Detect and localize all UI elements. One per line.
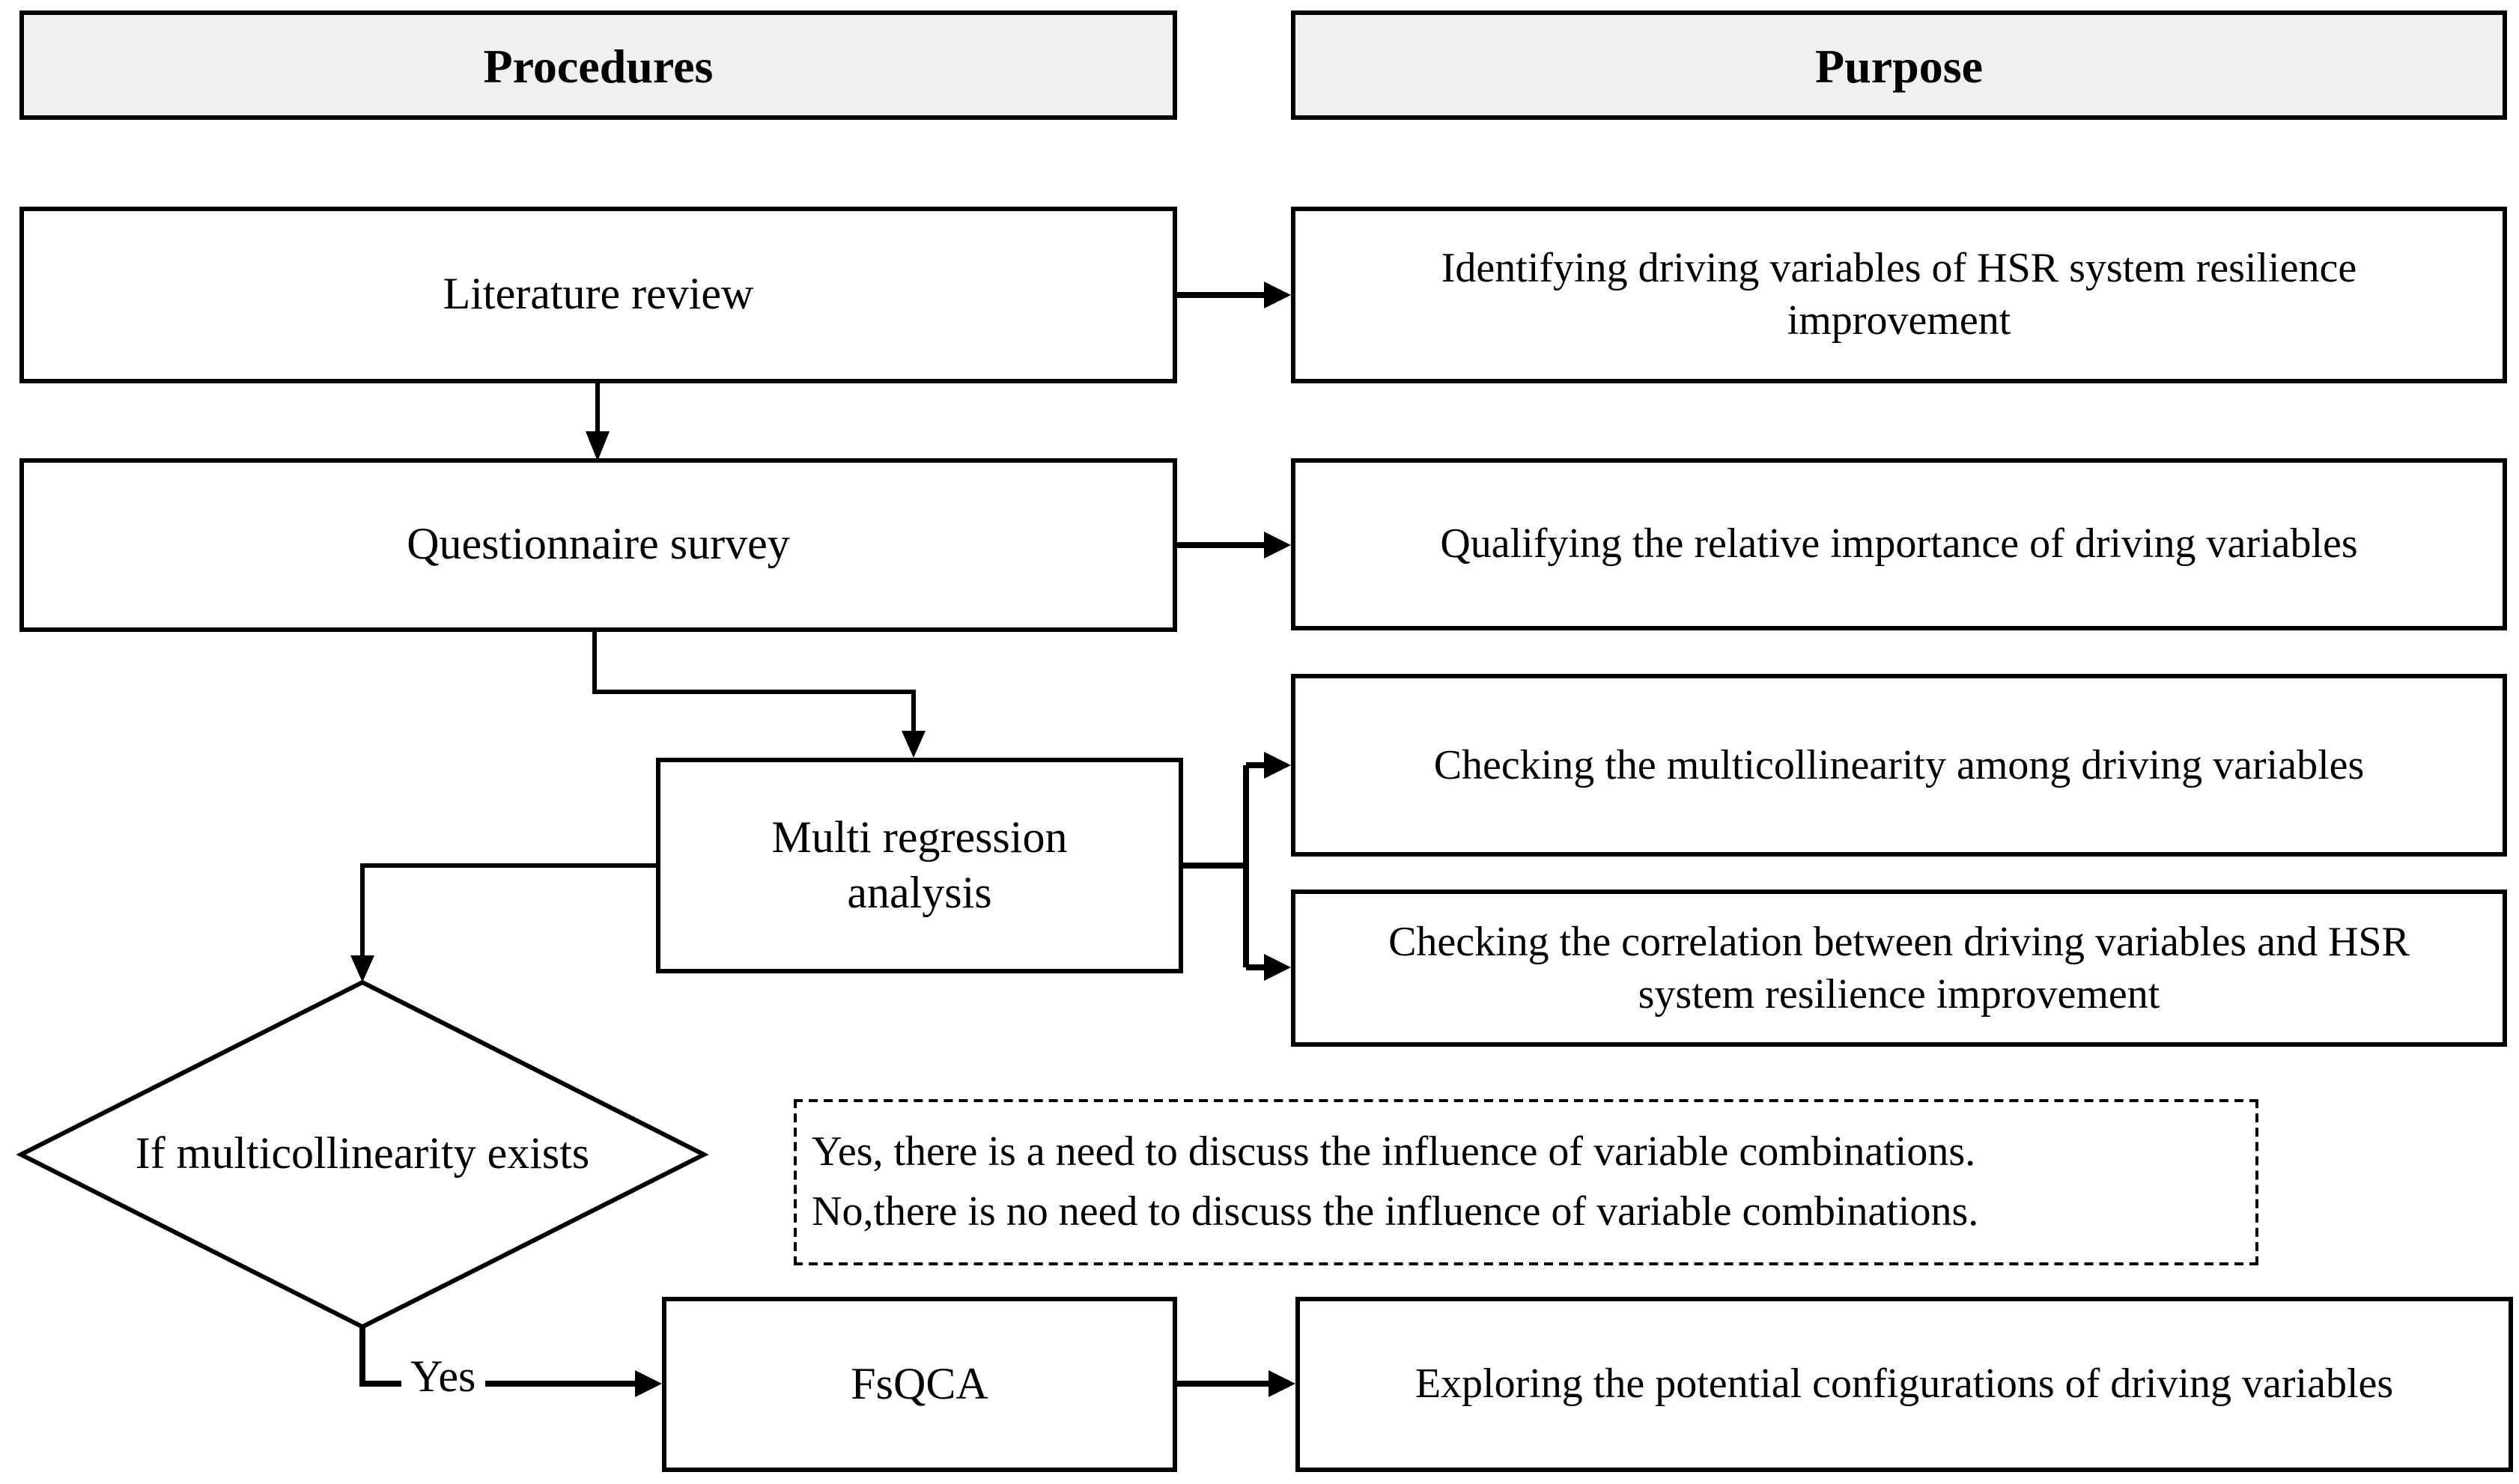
box-checking-correlation: Checking the correlation between driving… [1291,890,2507,1047]
yes-label: Yes [401,1352,485,1403]
arrow-branch-to-checking-correlation [1246,954,1291,981]
note-box: Yes, there is a need to discuss the infl… [794,1099,2258,1265]
column-header-purpose: Purpose [1291,10,2507,120]
box-exploring-label: Exploring the potential configurations o… [1415,1361,2394,1408]
connector-questionnaire-to-multiregression [592,632,926,758]
connector-decision-to-fsqca [359,1327,662,1397]
arrow-literature-to-questionnaire [586,383,610,461]
box-checking-correlation-label: Checking the correlation between driving… [1388,919,2410,1018]
box-literature-review-label: Literature review [443,270,754,320]
box-checking-multicollinearity-label: Checking the multicollinearity among dri… [1433,742,2365,788]
arrow-branch-to-checking-multicollinearity [1246,752,1291,779]
box-identifying: Identifying driving variables of HSR sys… [1291,207,2507,383]
box-identifying-label: Identifying driving variables of HSR sys… [1441,246,2357,344]
arrow-literature-to-identifying [1177,282,1291,308]
box-checking-multicollinearity: Checking the multicollinearity among dri… [1291,674,2507,857]
note-line-yes: Yes, there is a need to discuss the infl… [812,1128,1976,1175]
column-header-procedures-label: Procedures [483,38,714,92]
box-multi-regression: Multi regression analysis [656,758,1183,973]
box-qualifying-label: Qualifying the relative importance of dr… [1440,521,2358,568]
column-header-purpose-label: Purpose [1815,38,1983,92]
box-questionnaire-survey-label: Questionnaire survey [407,520,790,570]
box-fsqca: FsQCA [662,1297,1177,1472]
connector-multiregression-to-decision [350,863,656,982]
box-qualifying: Qualifying the relative importance of dr… [1291,458,2507,630]
connector-multiregression-branch [1183,765,1249,967]
box-multi-regression-label: Multi regression analysis [771,812,1068,918]
arrow-fsqca-to-exploring [1177,1370,1295,1397]
column-header-procedures: Procedures [19,10,1177,120]
box-questionnaire-survey: Questionnaire survey [19,458,1177,632]
note-line-no: No,there is no need to discuss the influ… [812,1188,1979,1235]
box-exploring: Exploring the potential configurations o… [1295,1297,2513,1472]
arrow-questionnaire-to-qualifying [1177,532,1291,559]
box-fsqca-label: FsQCA [851,1359,988,1409]
decision-label: If multicollinearity exists [135,1129,590,1179]
box-literature-review: Literature review [19,207,1177,383]
